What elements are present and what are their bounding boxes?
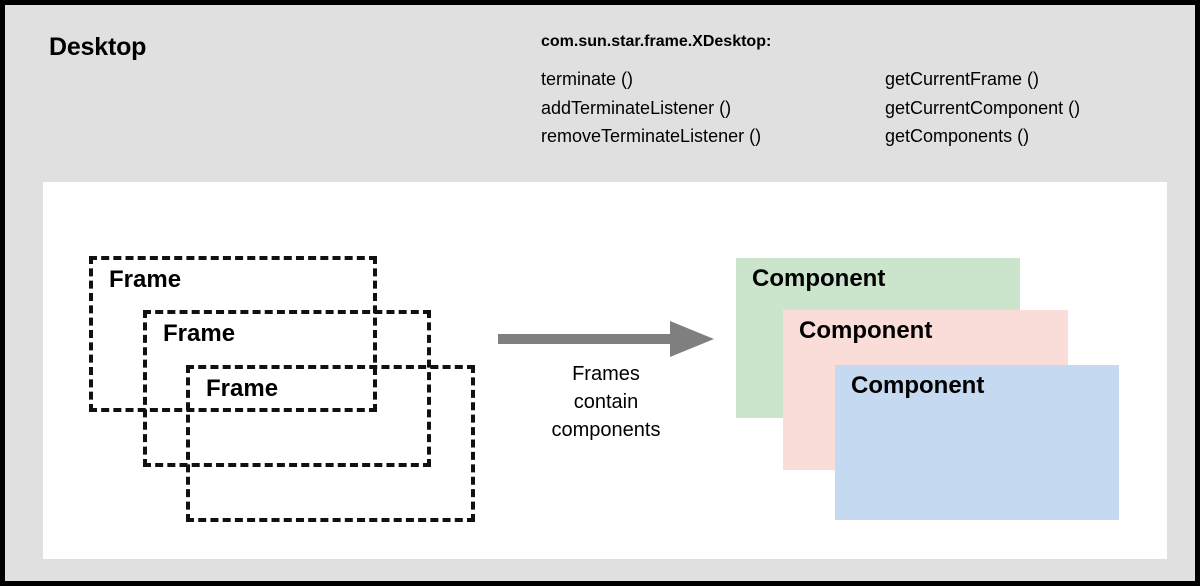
page-title: Desktop — [49, 33, 147, 61]
frame-box: Frame — [186, 365, 475, 522]
interface-signature-block: com.sun.star.frame.XDesktop: terminate (… — [541, 33, 1141, 151]
interface-method: getCurrentFrame () — [885, 69, 1040, 89]
interface-methods-left: terminate () addTerminateListener () rem… — [541, 65, 885, 151]
arrow-caption-line: contain — [573, 391, 639, 413]
frame-box: Frame — [143, 310, 431, 467]
interface-name: com.sun.star.frame.XDesktop: — [541, 33, 772, 50]
arrow-caption: Frames contain components — [498, 360, 714, 444]
diagram-canvas: Frame Frame Frame Frames contain compone… — [43, 182, 1167, 559]
interface-method: removeTerminateListener () — [541, 126, 762, 146]
arrow-caption-line: components — [551, 419, 661, 441]
component-box: Component — [835, 365, 1119, 520]
interface-method-columns: terminate () addTerminateListener () rem… — [541, 65, 1141, 151]
component-label: Component — [752, 265, 886, 292]
interface-method: getComponents () — [885, 126, 1030, 146]
component-label: Component — [851, 372, 985, 399]
interface-method: terminate () — [541, 69, 634, 89]
component-label: Component — [799, 317, 933, 344]
flow-arrow — [498, 320, 714, 358]
frame-label: Frame — [109, 266, 182, 293]
interface-methods-right: getCurrentFrame () getCurrentComponent (… — [885, 65, 1141, 151]
interface-method: addTerminateListener () — [541, 97, 732, 118]
interface-method: getCurrentComponent () — [885, 97, 1081, 118]
arrow-shaft-and-head — [498, 321, 714, 357]
frame-label: Frame — [206, 375, 279, 402]
frame-label: Frame — [163, 320, 236, 347]
frame-box: Frame — [89, 256, 377, 412]
arrow-caption-line: Frames — [572, 363, 640, 385]
